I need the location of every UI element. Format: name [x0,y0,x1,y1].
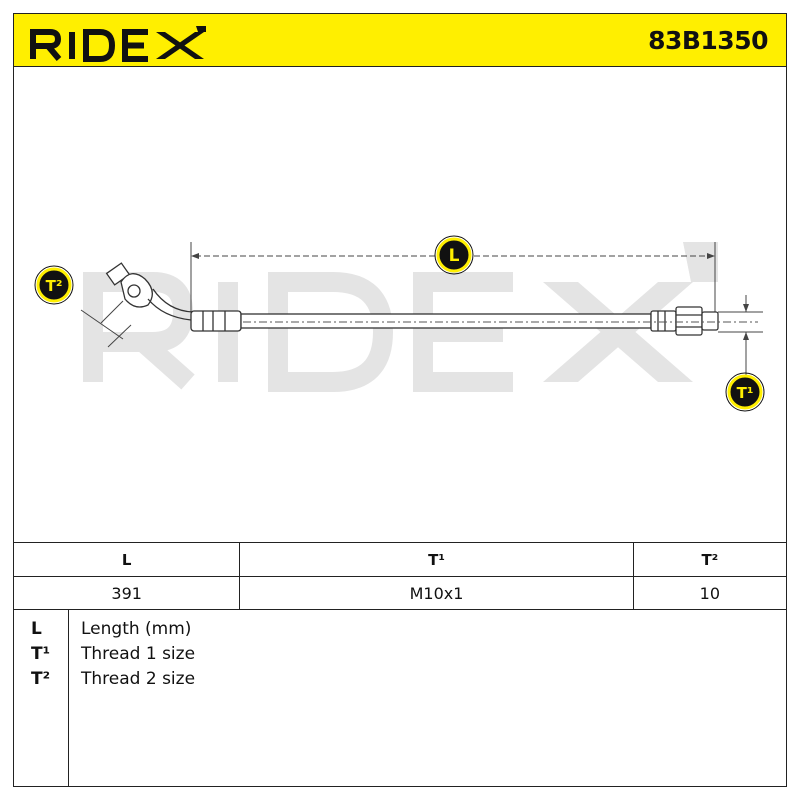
callout-thread2: T² [34,265,74,305]
legend-desc: Thread 1 size [81,644,196,664]
spec-header-length: L [12,542,241,577]
legend-item: T¹ Thread 1 size [13,644,787,668]
spec-header-thread1: T¹ [239,542,634,577]
thread1-arrow-bottom [743,332,749,340]
spec-table-header-row: L T¹ T² [12,542,788,577]
legend-key: T¹ [31,644,51,664]
legend-item: T² Thread 2 size [13,669,787,693]
legend-divider [68,609,69,787]
hose-drawing-svg: L T¹ T² [34,235,765,412]
brand-logo [30,26,206,62]
legend-key: L [31,619,42,639]
header-bar: 83B1350 [13,13,787,67]
spec-header-thread2: T² [632,542,788,577]
callout-length: L [434,235,474,275]
legend: L Length (mm) T¹ Thread 1 size T² Thread… [13,609,787,787]
callout-thread1-label: T¹ [737,384,754,402]
legend-key: T² [31,669,51,689]
legend-desc: Length (mm) [81,619,192,639]
brake-hose [105,262,719,336]
thread2-dimension [80,300,132,348]
spec-table: L T¹ T² 391 M10x1 10 [12,542,788,610]
legend-item: L Length (mm) [13,619,787,643]
callout-length-label: L [449,246,460,266]
length-arrow-left [191,253,199,259]
technical-drawing: L T¹ T² [13,67,787,542]
legend-desc: Thread 2 size [81,669,196,689]
watermark-logo [83,272,513,392]
spec-value-length: 391 [12,576,241,610]
spec-value-thread2: 10 [632,576,788,610]
callout-thread2-label: T² [46,277,63,295]
thread1-arrow-top [743,304,749,312]
spec-table-value-row: 391 M10x1 10 [12,576,788,610]
watermark-x [543,242,718,382]
callout-thread1: T¹ [725,372,765,412]
part-number: 83B1350 [648,26,768,55]
length-arrow-right [707,253,715,259]
spec-value-thread1: M10x1 [239,576,634,610]
thread1-dimension [718,295,763,377]
